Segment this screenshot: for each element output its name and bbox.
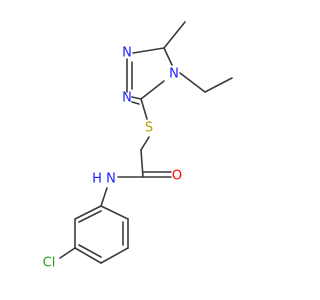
bond-ph-4-double xyxy=(78,244,102,258)
molecule-structure: N N N S N H O Cl xyxy=(43,21,233,271)
bond-n1-c5 xyxy=(132,47,165,54)
atom-o-label: O xyxy=(172,169,182,184)
atom-h-label: H xyxy=(92,172,102,187)
atom-nh-label: N xyxy=(106,172,116,187)
bond-ph-3 xyxy=(100,247,129,264)
atom-n1-label: N xyxy=(122,46,132,61)
bond-ch2-co xyxy=(140,149,144,178)
bond-ph-1 xyxy=(100,205,129,220)
bond-n2-c3-double xyxy=(131,101,140,105)
bond-ph-4 xyxy=(74,247,102,264)
bond-ethyl xyxy=(204,77,233,93)
atom-s-label: S xyxy=(145,121,153,136)
bond-ph-6 xyxy=(74,205,102,220)
bond-n4-c3 xyxy=(140,80,165,100)
bond-n-phenyl xyxy=(100,187,108,207)
bond-c3-s xyxy=(140,98,148,120)
bond-c5-n4 xyxy=(163,47,173,66)
atom-labels: N N N S N H O Cl xyxy=(43,46,182,271)
bond-s-ch2 xyxy=(140,136,150,151)
bond-c-cl xyxy=(59,247,76,259)
bond-ph-6-double xyxy=(78,210,102,223)
atom-n4-label: N xyxy=(169,67,179,82)
bond-c5-methyl xyxy=(163,21,186,49)
bonds xyxy=(59,21,233,264)
atom-n2-label: N xyxy=(122,91,132,106)
bond-n4-ethyl xyxy=(179,72,206,93)
atom-cl-label: Cl xyxy=(43,256,56,271)
bond-n2-c3 xyxy=(131,96,142,100)
